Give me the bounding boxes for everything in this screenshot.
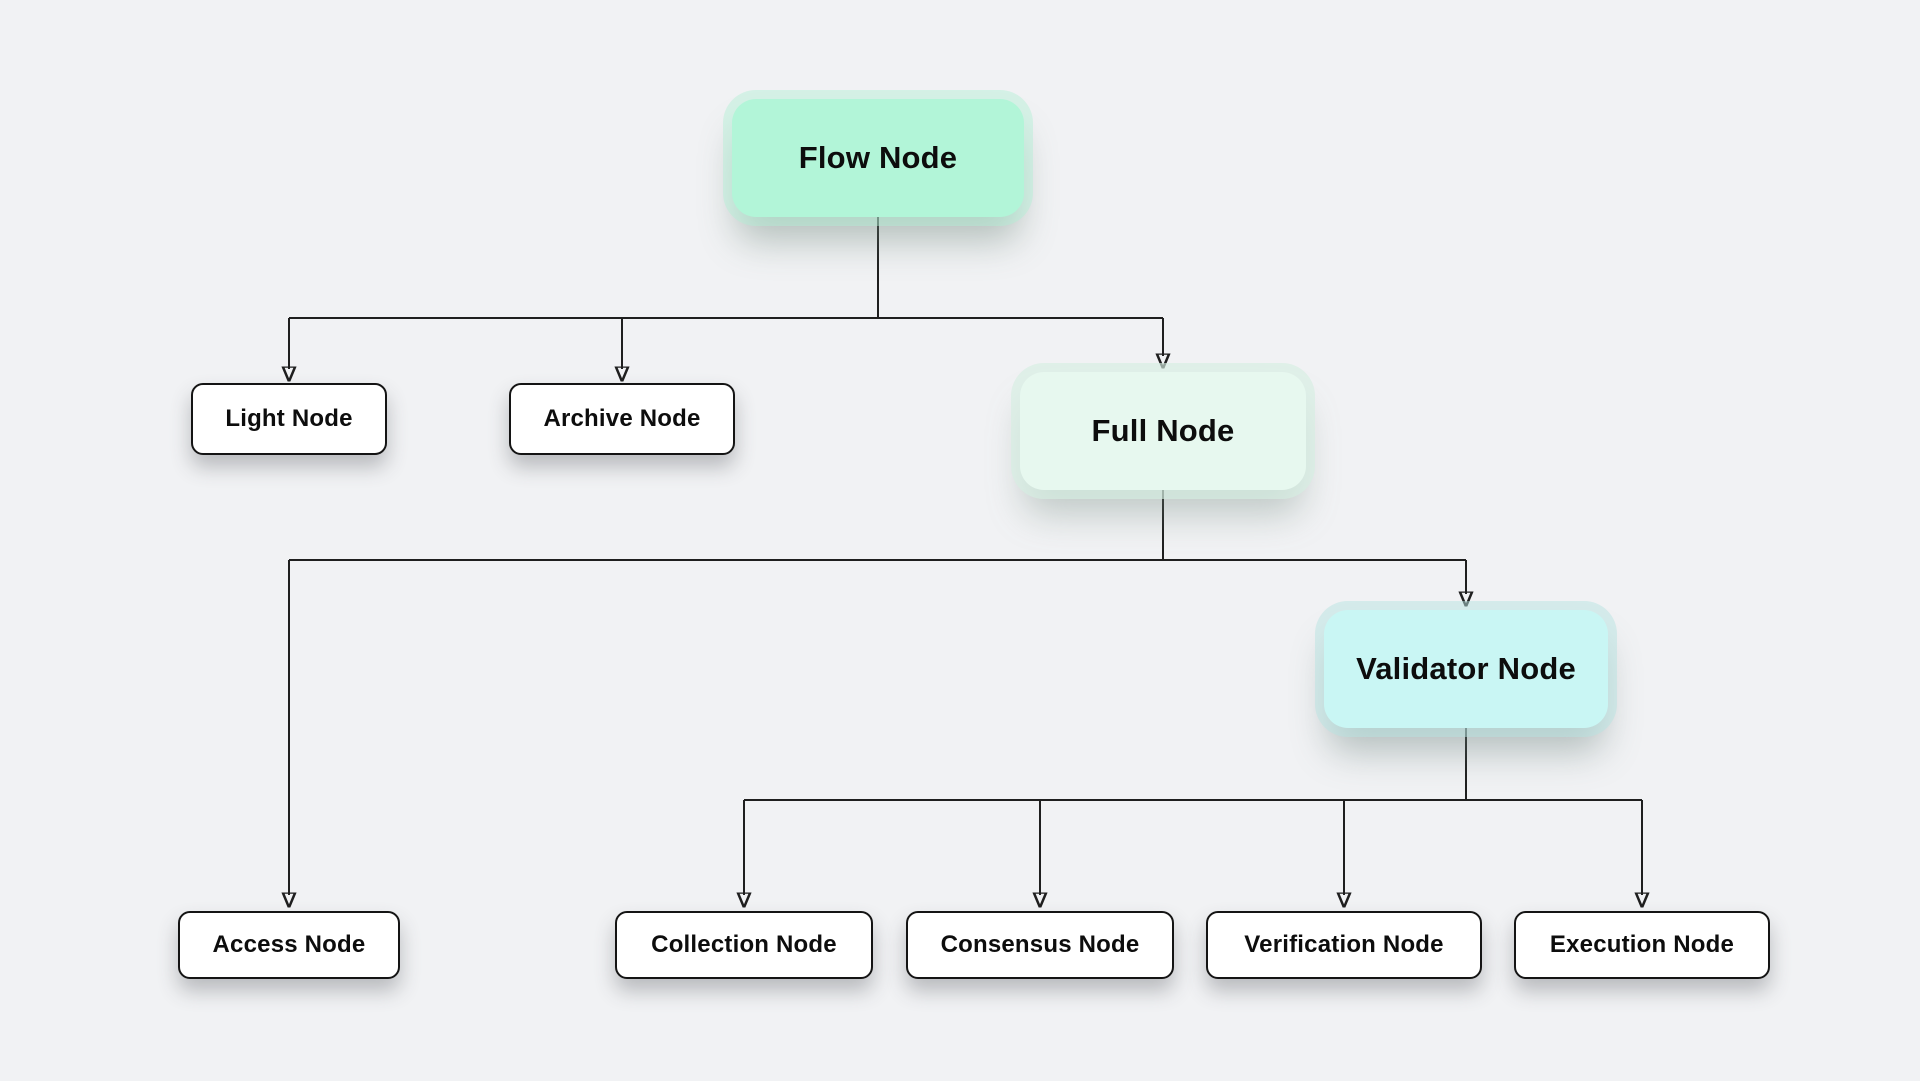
node-archive-node: Archive Node [509,383,735,455]
node-light-node: Light Node [191,383,387,455]
node-execution-node: Execution Node [1514,911,1770,979]
node-collection-node: Collection Node [615,911,873,979]
node-consensus-node: Consensus Node [906,911,1174,979]
node-flow-node: Flow Node [732,99,1024,217]
node-verification-node: Verification Node [1206,911,1482,979]
node-access-node: Access Node [178,911,400,979]
node-validator-node: Validator Node [1324,610,1608,728]
node-full-node: Full Node [1020,372,1306,490]
